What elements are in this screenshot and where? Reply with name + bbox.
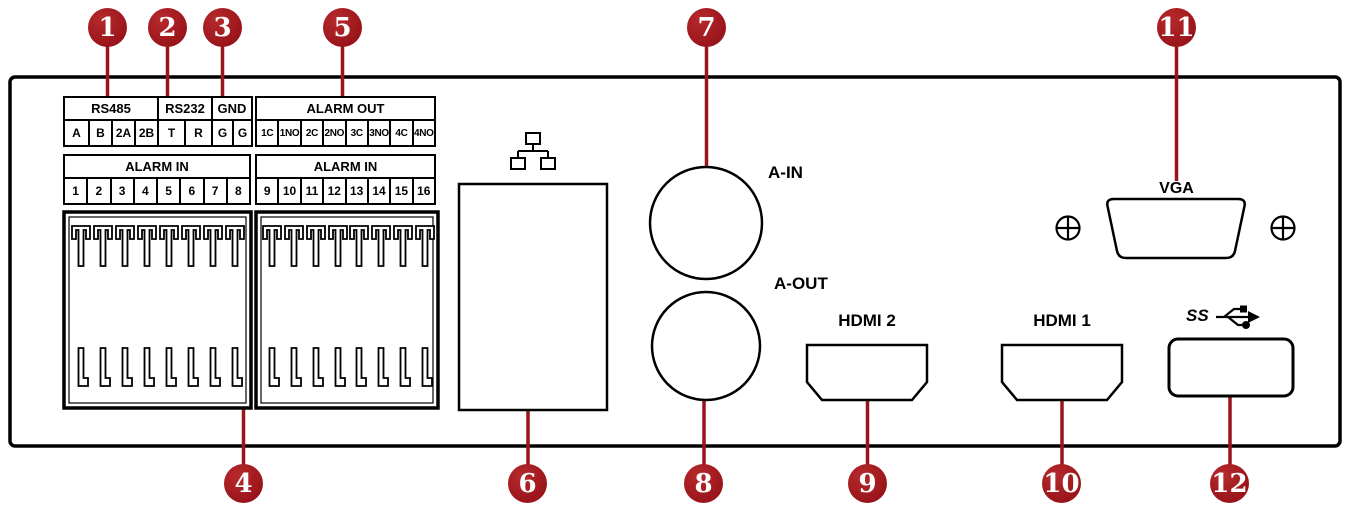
vga-screw-left-icon xyxy=(1055,215,1081,241)
callout-1: 1 xyxy=(88,8,127,47)
alarm-in-a-header-row: ALARM IN xyxy=(65,156,249,177)
usb-trident-icon xyxy=(1216,305,1260,329)
alarm-out-header: ALARM OUT xyxy=(306,101,385,116)
hdmi-2-connector xyxy=(805,343,929,402)
rs485-pin-2a: 2A xyxy=(111,121,134,145)
alarm-in-pin-13: 13 xyxy=(344,179,367,203)
callout-2: 2 xyxy=(148,8,187,47)
callout-6: 6 xyxy=(508,464,547,503)
ethernet-port xyxy=(457,132,609,412)
terminal-block-left xyxy=(62,210,253,410)
alarm-in-b-header: ALARM IN xyxy=(313,159,378,174)
terminal-block-right-outline xyxy=(254,210,440,410)
rs232-pin-r: R xyxy=(184,121,211,145)
alarm-out-header-row: ALARM OUT xyxy=(257,98,434,119)
gnd-pin-1: G xyxy=(211,121,232,145)
alarm-out-pin-row: 1C 1NO 2C 2NO 3C 3NO 4C 4NO xyxy=(257,119,434,145)
rs485-pin-b: B xyxy=(88,121,111,145)
alarm-in-pin-6: 6 xyxy=(179,179,202,203)
serial-gnd-pin-row: A B 2A 2B T R G G xyxy=(65,119,251,145)
audio-out-label: A-OUT xyxy=(774,274,828,293)
alarm-in-pin-5: 5 xyxy=(156,179,179,203)
callout-8: 8 xyxy=(684,464,723,503)
rs232-pin-t: T xyxy=(157,121,184,145)
audio-out-connector xyxy=(650,290,762,402)
gnd-pin-2: G xyxy=(232,121,251,145)
audio-in-connector xyxy=(648,165,764,281)
serial-gnd-table: RS485 RS232 GND A B 2A 2B T R G G xyxy=(63,96,253,147)
alarm-in-pin-11: 11 xyxy=(299,179,322,203)
callout-12: 12 xyxy=(1210,464,1249,503)
terminal-block-right-inner xyxy=(260,216,434,404)
terminal-block-left-outline xyxy=(62,210,253,410)
hdmi-1-connector xyxy=(1000,343,1124,402)
alarm-in-a-pin-row: 1 2 3 4 5 6 7 8 xyxy=(65,177,249,203)
alarm-in-table-1-8: ALARM IN 1 2 3 4 5 6 7 8 xyxy=(63,154,251,205)
terminal-block-left-inner xyxy=(68,216,247,404)
lan-network-icon xyxy=(510,132,556,170)
callout-4: 4 xyxy=(224,464,263,503)
alarm-in-pin-4: 4 xyxy=(132,179,156,203)
alarm-out-pin-4no: 4NO xyxy=(411,121,434,145)
alarm-in-pin-7: 7 xyxy=(202,179,226,203)
hdmi-2-label: HDMI 2 xyxy=(838,311,896,330)
alarm-in-b-pin-row: 9 10 11 12 13 14 15 16 xyxy=(257,177,434,203)
alarm-out-pin-1c: 1C xyxy=(261,127,274,139)
callout-5: 5 xyxy=(323,8,362,47)
gnd-header: GND xyxy=(211,98,251,119)
usb-superspeed-label: SS xyxy=(1186,306,1209,325)
rs485-pin-2b: 2B xyxy=(134,121,157,145)
callout-3: 3 xyxy=(203,8,242,47)
usb-port xyxy=(1167,305,1295,398)
alarm-in-pin-9: 9 xyxy=(263,184,271,198)
vga-dsub-outline xyxy=(1106,197,1246,260)
alarm-in-pin-14: 14 xyxy=(366,179,389,203)
callout-9: 9 xyxy=(848,464,887,503)
alarm-in-pin-15: 15 xyxy=(389,179,411,203)
alarm-out-pin-1no: 1NO xyxy=(277,121,300,145)
ethernet-port-outline xyxy=(457,182,609,412)
callout-11: 11 xyxy=(1157,8,1196,47)
callout-leader-lines xyxy=(105,46,1232,466)
alarm-in-a-header: ALARM IN xyxy=(125,159,189,174)
alarm-out-pin-2no: 2NO xyxy=(322,121,344,145)
rs485-pin-a: A xyxy=(72,126,81,140)
alarm-in-pin-1: 1 xyxy=(72,184,79,198)
audio-in-label: A-IN xyxy=(768,163,803,182)
alarm-in-pin-8: 8 xyxy=(225,179,249,203)
alarm-in-pin-16: 16 xyxy=(411,179,434,203)
callout-10: 10 xyxy=(1042,464,1081,503)
alarm-in-b-header-row: ALARM IN xyxy=(257,156,434,177)
alarm-in-pin-12: 12 xyxy=(322,179,344,203)
callout-7: 7 xyxy=(687,8,726,47)
alarm-out-pin-4c: 4C xyxy=(389,121,411,145)
alarm-in-table-9-16: ALARM IN 9 10 11 12 13 14 15 16 xyxy=(255,154,436,205)
alarm-in-pin-2: 2 xyxy=(86,179,109,203)
alarm-out-pin-2c: 2C xyxy=(299,121,322,145)
alarm-out-table: ALARM OUT 1C 1NO 2C 2NO 3C 3NO 4C 4NO xyxy=(255,96,436,147)
vga-screw-right-icon xyxy=(1270,215,1296,241)
hdmi-1-label: HDMI 1 xyxy=(1033,311,1091,330)
terminal-block-right xyxy=(254,210,440,410)
vga-label: VGA xyxy=(1159,180,1194,197)
alarm-in-pin-3: 3 xyxy=(109,179,133,203)
usb-port-outline xyxy=(1167,337,1295,398)
vga-connector xyxy=(1055,197,1296,260)
alarm-out-pin-3c: 3C xyxy=(344,121,367,145)
rs232-header: RS232 xyxy=(157,98,211,119)
rs485-header: RS485 xyxy=(91,101,131,116)
alarm-in-pin-10: 10 xyxy=(277,179,299,203)
serial-gnd-header-row: RS485 RS232 GND xyxy=(65,98,251,119)
alarm-out-pin-3no: 3NO xyxy=(366,121,389,145)
